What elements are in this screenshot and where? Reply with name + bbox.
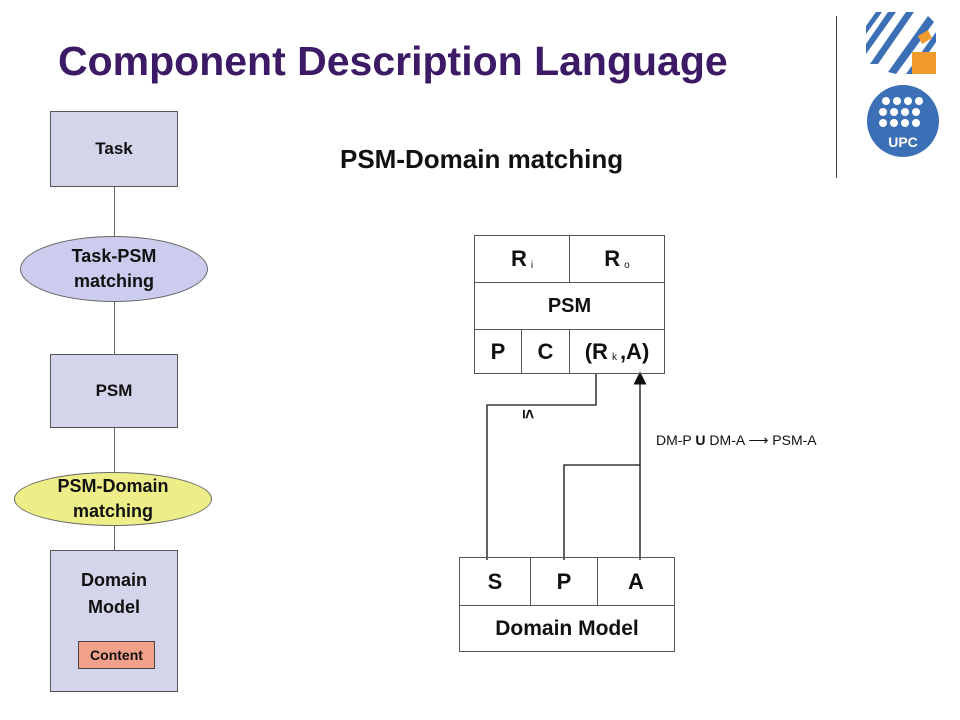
university-stripes-logo-icon	[866, 12, 936, 74]
task-psm-matching-line1: Task-PSM	[71, 246, 157, 266]
r-output-label: R	[604, 246, 621, 271]
formula-left: DM-P	[656, 432, 696, 448]
wire-p-to-a	[563, 464, 640, 560]
domain-s-label: S	[487, 568, 503, 594]
svg-text:UPC: UPC	[888, 134, 918, 150]
psm-label-left: PSM	[95, 381, 133, 400]
mapping-formula: DM-P U DM-A ⟶ PSM-A	[656, 432, 817, 449]
psm-p-cell: P	[474, 329, 522, 374]
psm-c-cell: C	[521, 329, 570, 374]
r-output-subscript: o	[624, 259, 630, 271]
domain-model-label-right: Domain Model	[495, 616, 639, 640]
psm-box-left: PSM	[50, 354, 178, 428]
task-box: Task	[50, 111, 178, 187]
r-input-subscript: i	[530, 259, 534, 271]
psm-c-label: C	[537, 338, 554, 364]
rk-close-label: ,A)	[619, 338, 650, 364]
connector-task-to-matching	[114, 186, 115, 238]
psm-p-label: P	[490, 338, 506, 364]
domain-model-line2: Model	[87, 597, 140, 617]
domain-a-cell: A	[597, 557, 675, 606]
header-divider	[836, 16, 837, 178]
psm-domain-matching-ellipse: PSM-Domain matching	[14, 472, 212, 526]
task-psm-matching-ellipse: Task-PSM matching	[20, 236, 208, 302]
domain-model-line1: Domain	[80, 570, 147, 590]
domain-model-name-cell: Domain Model	[459, 605, 675, 652]
page-title: Component Description Language	[58, 38, 728, 84]
domain-p-label: P	[556, 568, 572, 594]
connector-matching-to-psm	[114, 300, 115, 355]
psm-label-right: PSM	[547, 294, 592, 317]
formula-right: PSM-A	[768, 432, 817, 448]
connector-domain-matching-to-model	[114, 525, 115, 551]
wire-rk-to-s	[486, 373, 597, 560]
psm-domain-matching-line2: matching	[72, 501, 153, 521]
domain-p-cell: P	[530, 557, 598, 606]
task-psm-matching-line2: matching	[73, 271, 154, 291]
task-label: Task	[95, 139, 133, 158]
rk-open-label: (R	[584, 338, 608, 364]
rk-subscript: k	[611, 352, 617, 363]
domain-model-box-left: Domain Model	[50, 550, 178, 692]
connector-psm-to-domain-matching	[114, 427, 115, 475]
domain-s-cell: S	[459, 557, 531, 606]
psm-domain-matching-line1: PSM-Domain	[57, 476, 169, 496]
diagram-subtitle: PSM-Domain matching	[340, 144, 624, 174]
formula-middle: DM-A	[705, 432, 749, 448]
formula-arrow: ⟶	[748, 432, 769, 448]
psm-name-cell: PSM	[474, 282, 665, 330]
r-input-label: R	[510, 246, 527, 271]
formula-union: U	[695, 432, 706, 448]
upc-logo-icon: UPC	[867, 85, 939, 157]
content-tag: Content	[78, 641, 155, 669]
domain-a-label: A	[628, 568, 644, 594]
leq-relation: ≤	[519, 409, 538, 419]
